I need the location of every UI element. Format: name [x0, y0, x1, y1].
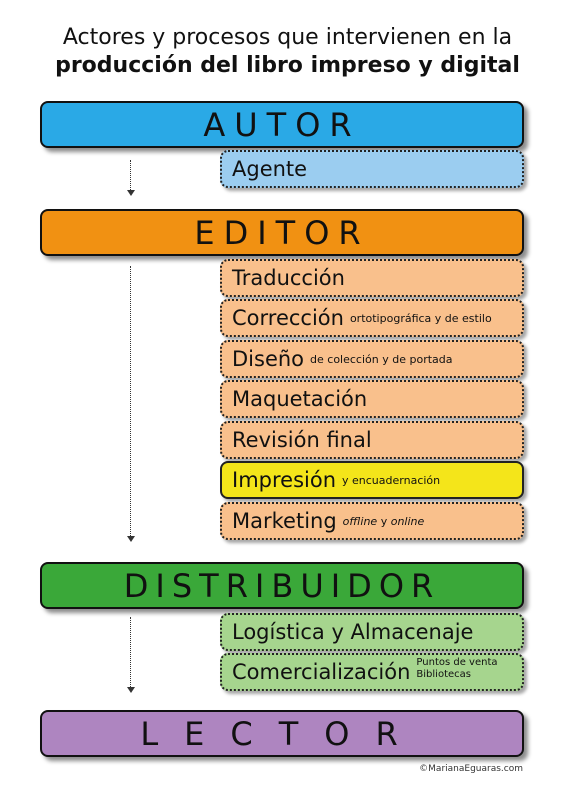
process-revision: Revisión final — [220, 421, 524, 459]
process-traduccion-label: Traducción — [232, 266, 345, 290]
arrow-down-icon — [127, 536, 135, 542]
process-revision-label: Revisión final — [232, 428, 372, 452]
marketing-and: y — [380, 514, 388, 528]
arrow-down-icon — [127, 687, 135, 693]
process-maquetacion: Maquetación — [220, 380, 524, 418]
actor-autor-label: AUTOR — [203, 105, 361, 144]
actor-lector: LECTOR — [40, 710, 524, 757]
process-agente-label: Agente — [232, 157, 308, 181]
title-line-2: producción del libro impreso y digital — [55, 53, 520, 78]
process-correccion-detail: ortotipográfica y de estilo — [349, 311, 492, 325]
flow-arrow-distribuidor — [127, 617, 135, 693]
process-maquetacion-label: Maquetación — [232, 387, 368, 411]
actor-editor: EDITOR — [40, 209, 524, 256]
copyright-text: ©MarianaEguaras.com — [419, 764, 523, 774]
flow-arrow-autor — [127, 160, 135, 196]
process-comercializacion: Comercialización Puntos de venta Bibliot… — [220, 653, 524, 691]
marketing-online: online — [390, 514, 425, 528]
actor-autor: AUTOR — [40, 101, 524, 148]
marketing-offline: offline — [342, 514, 378, 528]
process-marketing-label: Marketing — [232, 509, 337, 533]
process-logistica-label: Logística y Almacenaje — [232, 620, 474, 644]
flow-arrow-editor — [127, 266, 135, 542]
process-diseno-label: Diseño — [232, 347, 305, 371]
process-traduccion: Traducción — [220, 259, 524, 297]
actor-distribuidor-label: DISTRIBUIDOR — [123, 566, 441, 605]
process-diseno-detail: de colección y de portada — [310, 352, 453, 366]
process-agente: Agente — [220, 150, 524, 188]
process-logistica: Logística y Almacenaje — [220, 613, 524, 651]
process-marketing-detail: offline y online — [343, 515, 425, 528]
process-comercializacion-detail: Puntos de venta Bibliotecas — [416, 657, 497, 681]
process-comercializacion-label: Comercialización — [232, 660, 411, 684]
title-line-1: Actores y procesos que intervienen en la — [62, 25, 513, 50]
process-marketing: Marketing offline y online — [220, 502, 524, 540]
process-diseno: Diseño de colección y de portada — [220, 340, 524, 378]
process-correccion-label: Corrección — [232, 306, 344, 330]
arrow-down-icon — [127, 190, 135, 196]
comercializacion-bibliotecas: Bibliotecas — [416, 669, 471, 680]
process-impresion-detail: y encuadernación — [342, 473, 441, 487]
process-impresion: Impresión y encuadernación — [220, 461, 524, 499]
process-correccion: Corrección ortotipográfica y de estilo — [220, 299, 524, 337]
diagram-title: Actores y procesos que intervienen en la… — [0, 24, 575, 80]
process-impresion-label: Impresión — [232, 468, 337, 492]
actor-lector-label: LECTOR — [140, 714, 424, 753]
actor-editor-label: EDITOR — [194, 213, 370, 252]
actor-distribuidor: DISTRIBUIDOR — [40, 562, 524, 609]
comercializacion-puntos-venta: Puntos de venta — [416, 657, 498, 668]
